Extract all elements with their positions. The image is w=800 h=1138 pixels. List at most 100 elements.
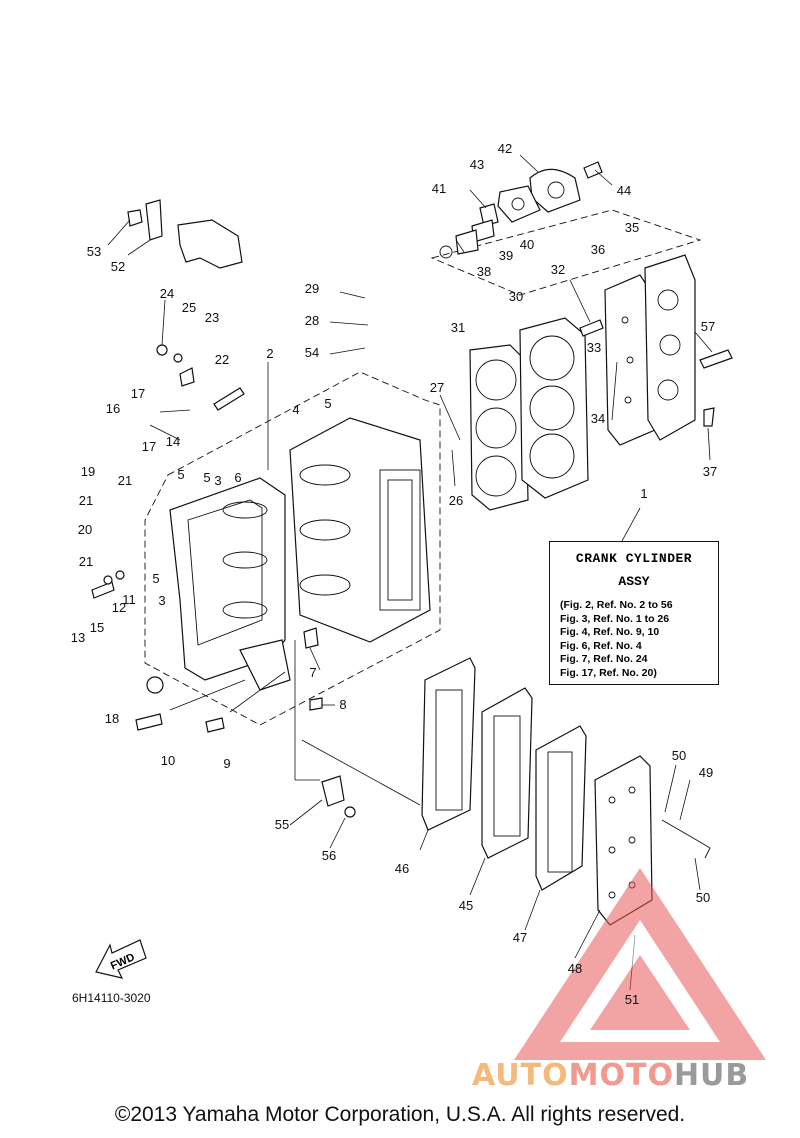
- callout-number: 49: [699, 765, 713, 780]
- callout-number: 20: [78, 522, 92, 537]
- reference-box-title: CRANK CYLINDER: [575, 551, 693, 566]
- pin: [303, 627, 319, 649]
- gasket-plate: [421, 657, 476, 831]
- callout-number: 36: [591, 242, 605, 257]
- reference-line: Fig. 3, Ref. No. 1 to 26: [560, 612, 670, 625]
- copyright-notice: ©2013 Yamaha Motor Corporation, U.S.A. A…: [114, 1103, 686, 1126]
- hose: [661, 819, 711, 859]
- callout-number: 21: [79, 493, 93, 508]
- callout-number: 53: [87, 244, 101, 259]
- reference-line: Fig. 7, Ref. No. 24: [560, 653, 648, 665]
- leader-lines: [107, 154, 713, 991]
- watermark-part: MOTO: [568, 1058, 674, 1093]
- callout-number: 57: [701, 319, 715, 334]
- callout-number: 5: [324, 396, 331, 411]
- callout-number: 21: [118, 473, 132, 488]
- crankcase-dashed-outline: [144, 371, 441, 726]
- callout-number: 8: [339, 697, 346, 712]
- callout-number: 18: [105, 711, 119, 726]
- callout-number: 26: [449, 493, 463, 508]
- washer: [103, 575, 113, 585]
- callout-number: 23: [205, 310, 219, 325]
- callout-number: 47: [513, 930, 527, 945]
- bolt: [344, 806, 356, 818]
- callout-number: 43: [470, 157, 484, 172]
- callout-number: 12: [112, 600, 126, 615]
- callout-number: 42: [498, 141, 512, 156]
- bracket: [127, 199, 243, 269]
- reference-list: (Fig. 2, Ref. No. 2 to 56 Fig. 3, Ref. N…: [550, 599, 718, 680]
- fwd-arrow-icon: FWD: [95, 939, 147, 979]
- callout-number: 28: [305, 313, 319, 328]
- callout-number: 22: [215, 352, 229, 367]
- callout-number: 38: [477, 264, 491, 279]
- intake-cover: [439, 161, 603, 259]
- callout-number: 46: [395, 861, 409, 876]
- callout-number: 48: [568, 961, 582, 976]
- callout-number: 11: [122, 592, 136, 607]
- callout-number: 39: [499, 248, 513, 263]
- callout-number: 55: [275, 817, 289, 832]
- reference-line: Fig. 4, Ref. No. 9, 10: [560, 626, 660, 638]
- spark-plug: [699, 349, 733, 369]
- plug: [146, 676, 164, 694]
- bolt: [91, 581, 115, 599]
- callout-number: 31: [451, 320, 465, 335]
- callout-number: 24: [160, 286, 174, 301]
- callout-number: 50: [672, 748, 686, 763]
- reed-valve: [481, 687, 533, 859]
- callout-number: 34: [591, 411, 605, 426]
- callout-number: 6: [234, 470, 241, 485]
- callout-number: 13: [71, 630, 85, 645]
- reference-box-subtitle: ASSY: [618, 574, 650, 589]
- head-cover: [644, 254, 696, 441]
- watermark-part: AUTO: [472, 1058, 569, 1093]
- watermark-triangle: [514, 868, 766, 1060]
- callout-number: 32: [551, 262, 565, 277]
- callout-number: 3: [158, 593, 165, 608]
- callout-number: 30: [509, 289, 523, 304]
- callout-number: 52: [111, 259, 125, 274]
- bolt: [135, 713, 163, 731]
- reference-line: Fig. 17, Ref. No. 20): [560, 666, 657, 679]
- head-gasket: [469, 344, 529, 511]
- bolt: [579, 319, 604, 337]
- callout-number: 25: [182, 300, 196, 315]
- callout-number: 17: [131, 386, 145, 401]
- callout-number: 10: [161, 753, 175, 768]
- callout-number: 2: [266, 346, 273, 361]
- callout-number: 37: [703, 464, 717, 479]
- watermark-part: HUB: [673, 1058, 750, 1093]
- callout-number: 54: [305, 345, 319, 360]
- callout-number: 50: [696, 890, 710, 905]
- callout-number: 33: [587, 340, 601, 355]
- bolt: [703, 407, 715, 427]
- callout-number: 41: [432, 181, 446, 196]
- pin: [309, 697, 323, 711]
- bolt: [205, 717, 225, 733]
- callout-number: 44: [617, 183, 631, 198]
- bracket: [321, 775, 345, 807]
- callout-number: 15: [90, 620, 104, 635]
- crankcase-left: [169, 477, 291, 691]
- callout-number: 4: [292, 402, 299, 417]
- callout-number: 56: [322, 848, 336, 863]
- callout-number: 17: [142, 439, 156, 454]
- gasket-plate: [535, 725, 587, 891]
- callout-number: 45: [459, 898, 473, 913]
- callout-number: 21: [79, 554, 93, 569]
- callout-number: 29: [305, 281, 319, 296]
- callout-number: 27: [430, 380, 444, 395]
- callout-number: 19: [81, 464, 95, 479]
- callout-number: 35: [625, 220, 639, 235]
- callout-number: 9: [223, 756, 230, 771]
- callout-number: 7: [309, 665, 316, 680]
- callout-number: 40: [520, 237, 534, 252]
- head-dashed-outline: [430, 209, 702, 296]
- watermark-logo: AUTOMOTOHUB: [472, 1058, 749, 1093]
- callout-number: 3: [214, 473, 221, 488]
- callout-number: 5: [203, 470, 210, 485]
- callout-number: 1: [640, 486, 647, 501]
